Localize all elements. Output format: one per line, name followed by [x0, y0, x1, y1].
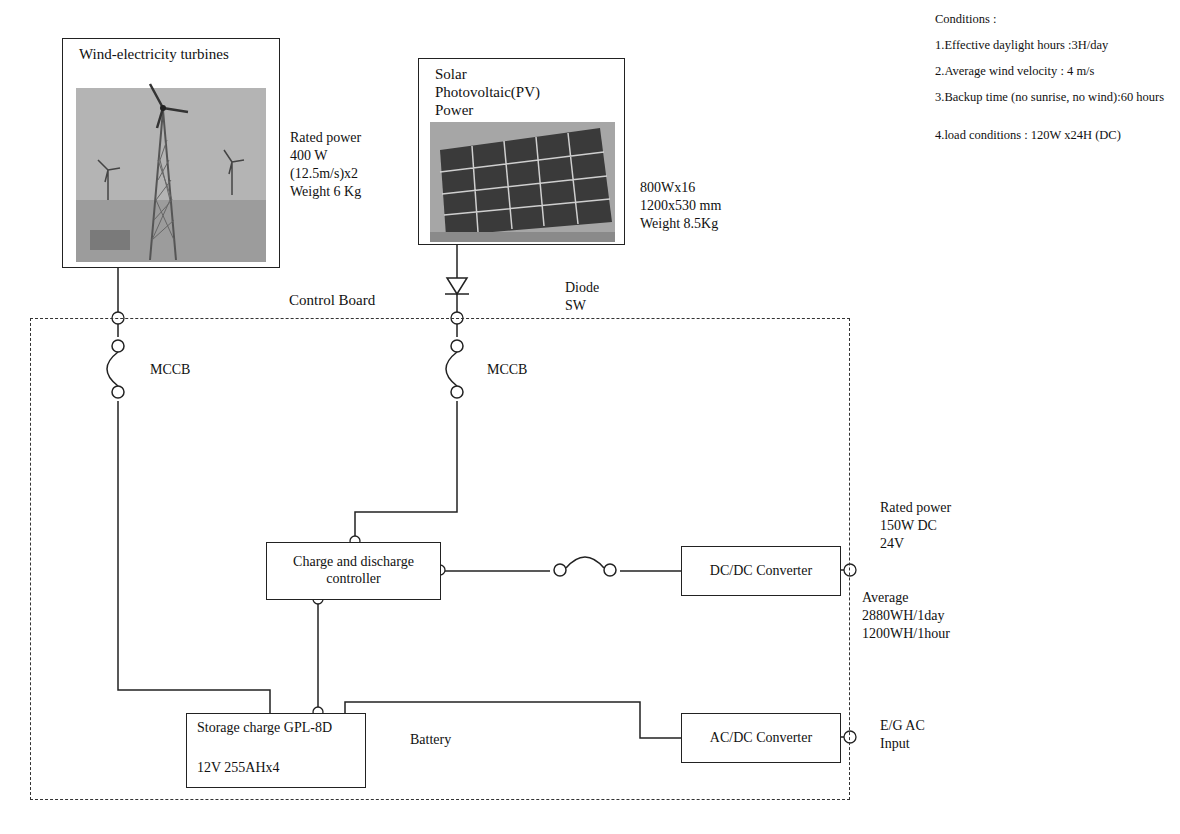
rotor-symbol — [150, 84, 188, 128]
breaker-patch — [98, 337, 126, 401]
photo-ground — [76, 88, 266, 262]
terminal-circle — [844, 564, 856, 576]
diode-symbol — [447, 278, 467, 294]
solar-photo — [430, 122, 615, 242]
spec-label: Rated power — [880, 500, 951, 517]
spec-label: Weight 6 Kg — [290, 184, 361, 201]
spec-label: Average — [862, 590, 908, 607]
diode-symbol — [445, 293, 469, 295]
tower-symbol — [150, 110, 176, 260]
wire-connector — [118, 268, 270, 713]
box-text: DC/DC Converter — [710, 563, 812, 580]
breaker-symbol — [566, 557, 604, 568]
breaker-symbol — [550, 548, 620, 578]
terminal-circle — [844, 731, 856, 743]
spec-label: 2880WH/1day — [862, 608, 944, 625]
box-text: Charge and discharge controller — [275, 554, 432, 588]
photo-ground — [430, 122, 615, 242]
breaker-symbol — [554, 564, 566, 576]
spec-label: Rated power — [290, 130, 361, 147]
spec-label: Diode — [565, 280, 599, 297]
condition-note: Conditions : — [935, 12, 996, 27]
rotor-symbol — [98, 160, 120, 200]
spec-label: Weight 8.5Kg — [640, 216, 718, 233]
region-heading: Control Board — [289, 291, 375, 309]
source-box: Solar Photovoltaic(PV) Power — [418, 58, 625, 245]
converter-box: DC/DC Converter — [681, 546, 841, 596]
spec-label: 400 W — [290, 148, 327, 165]
spec-label: 800Wx16 — [640, 180, 695, 197]
breaker-symbol — [604, 564, 616, 576]
panel-symbol — [440, 128, 612, 236]
condition-note: 4.load conditions : 120W x24H (DC) — [935, 128, 1121, 143]
board-region: Control BoardCharge and discharge contro… — [30, 318, 850, 800]
condition-note: 2.Average wind velocity : 4 m/s — [935, 64, 1094, 79]
breaker-symbol — [107, 352, 118, 386]
controller-box: Charge and discharge controller — [266, 542, 441, 600]
breaker-symbol — [451, 340, 463, 352]
box-text: Wind-electricity turbines — [79, 45, 229, 63]
battery-box: Storage charge GPL-8D 12V 255AHx4 — [186, 713, 366, 788]
spec-label: Input — [880, 736, 910, 753]
rotor-symbol — [160, 105, 166, 111]
breaker-patch — [437, 337, 465, 401]
wire-connector — [345, 702, 681, 738]
photo-ground — [430, 232, 615, 242]
terminal-symbols — [112, 312, 856, 743]
condition-note: 1.Effective daylight hours :3H/day — [935, 38, 1108, 53]
breaker-symbol — [437, 337, 465, 401]
breaker-symbol — [112, 386, 124, 398]
spec-label: (12.5m/s)x2 — [290, 166, 358, 183]
box-text: AC/DC Converter — [710, 730, 812, 747]
panel-grid — [440, 133, 610, 232]
photo-ground — [90, 230, 130, 250]
rotor-symbol — [224, 150, 244, 195]
breaker-label: MCCB — [487, 362, 527, 379]
breaker-symbol — [446, 352, 457, 386]
breaker-label: MCCB — [150, 362, 190, 379]
tower-symbol — [152, 140, 174, 240]
box-text: Solar Photovoltaic(PV) Power — [435, 65, 560, 119]
box-text: Storage charge GPL-8D — [197, 720, 355, 737]
condition-note: 3.Backup time (no sunrise, no wind):60 h… — [935, 90, 1170, 105]
breaker-symbol — [98, 337, 126, 401]
diode-symbol — [445, 278, 469, 294]
breaker-patch — [550, 548, 620, 578]
spec-label: 1200x530 mm — [640, 198, 721, 215]
breaker-symbol — [112, 340, 124, 352]
wind-photo — [76, 84, 266, 262]
spec-label: 150W DC — [880, 518, 937, 535]
spec-label: E/G AC — [880, 718, 925, 735]
breaker-symbol — [451, 386, 463, 398]
converter-box: AC/DC Converter — [681, 713, 841, 763]
spec-label: 1200WH/1hour — [862, 626, 950, 643]
source-box: Wind-electricity turbines — [62, 38, 280, 268]
box-text: 12V 255AHx4 — [197, 760, 355, 777]
spec-label: SW — [565, 298, 586, 315]
spec-label: 24V — [880, 536, 904, 553]
spec-label: Battery — [410, 732, 451, 749]
wire-connector — [317, 600, 319, 713]
